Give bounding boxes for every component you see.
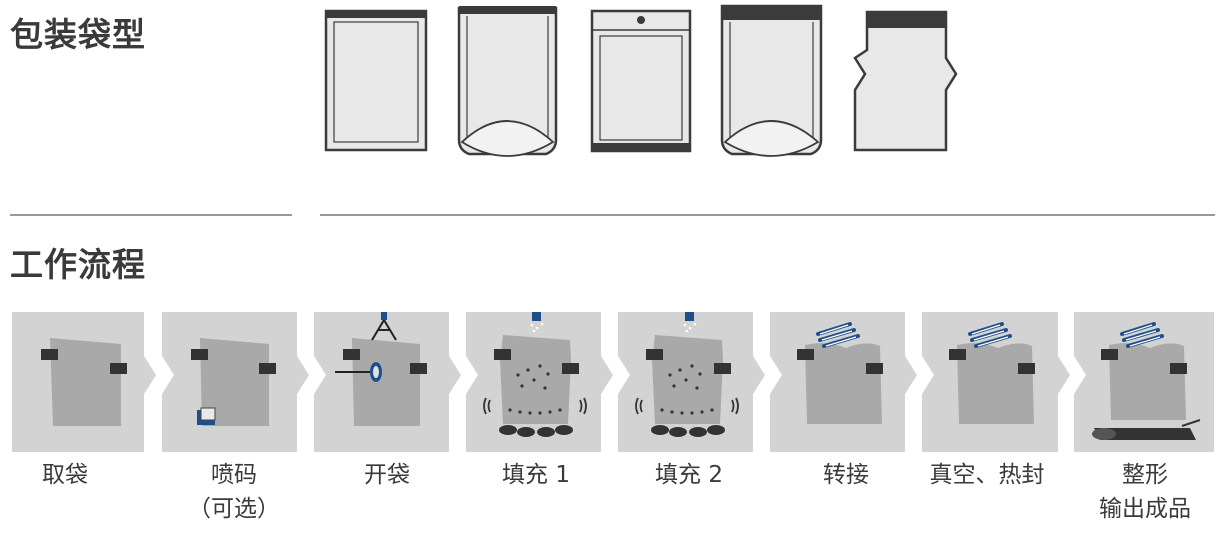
step-label-5: 填充 2 xyxy=(655,462,723,488)
divider-right xyxy=(320,214,1215,216)
bag-types-row xyxy=(324,4,958,157)
step-label-1: 取袋 xyxy=(42,462,88,488)
step-label-3: 开袋 xyxy=(364,462,410,488)
step-label-2: 喷码（可选） xyxy=(188,462,280,522)
pick-bag-icon xyxy=(12,312,156,452)
fill-2-icon xyxy=(618,312,765,452)
zipper-stand-up-pouch-icon xyxy=(720,4,823,157)
step-label-7: 真空、热封 xyxy=(929,462,1045,488)
open-bag-icon xyxy=(314,312,461,452)
stand-up-pouch-icon xyxy=(457,6,558,157)
divider-left xyxy=(10,214,292,216)
workflow-diagram xyxy=(12,312,1214,452)
vacuum-seal-icon xyxy=(922,312,1070,452)
workflow-title: 工作流程 xyxy=(10,245,146,284)
gusset-bag-icon xyxy=(853,10,958,152)
shape-output-icon xyxy=(1074,312,1214,452)
transfer-icon xyxy=(770,312,917,452)
step-label-6: 转接 xyxy=(823,462,869,488)
step-label-4: 填充 1 xyxy=(502,462,570,488)
flat-bag-icon xyxy=(324,9,428,152)
step-label-8: 整形输出成品 xyxy=(1099,462,1191,522)
inkjet-print-icon xyxy=(162,312,309,452)
hang-hole-bag-icon xyxy=(590,9,692,153)
fill-1-icon xyxy=(466,312,613,452)
bag-types-title: 包装袋型 xyxy=(10,15,146,54)
